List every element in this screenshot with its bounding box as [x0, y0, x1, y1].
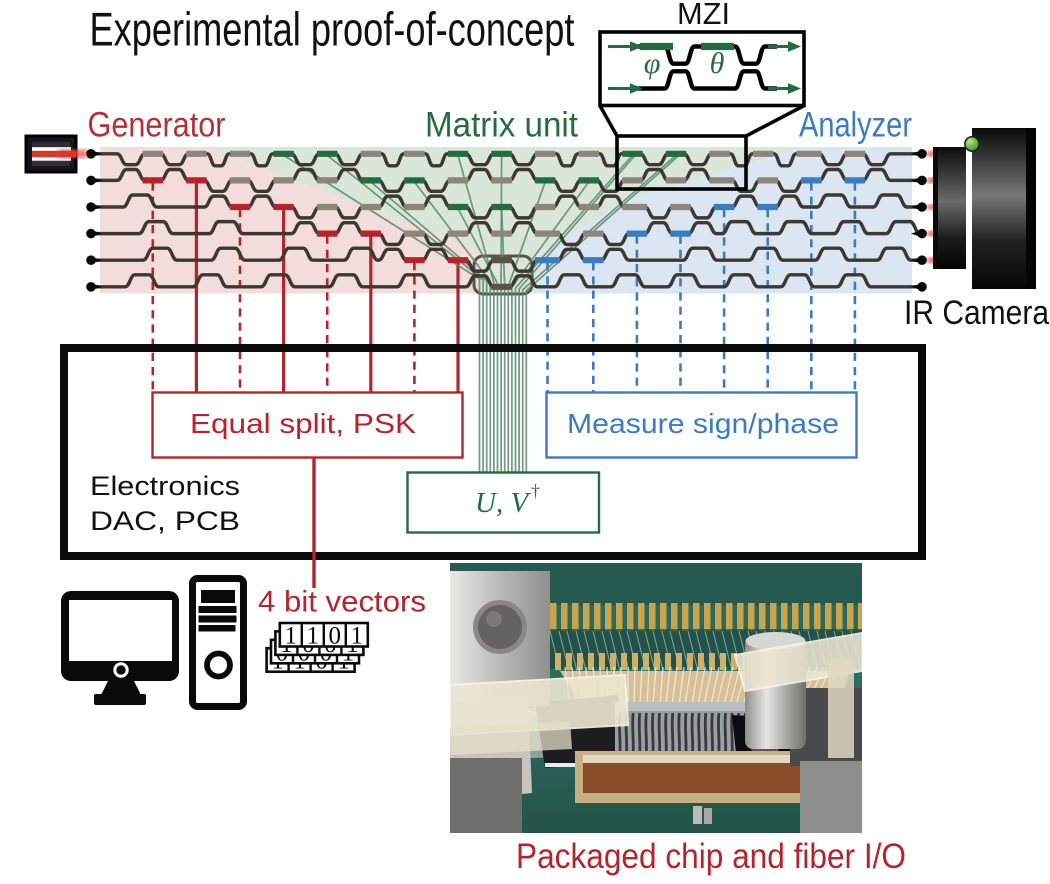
svg-text:Equal split, PSK: Equal split, PSK	[190, 408, 416, 439]
svg-text:IR Camera: IR Camera	[904, 294, 1049, 332]
svg-text:θ: θ	[710, 47, 725, 80]
svg-text:φ: φ	[644, 47, 661, 80]
svg-text:†: †	[531, 481, 540, 501]
svg-text:MZI: MZI	[677, 0, 730, 31]
svg-text:1: 1	[351, 623, 364, 650]
svg-text:Matrix unit: Matrix unit	[425, 106, 578, 145]
svg-text:Generator: Generator	[88, 106, 226, 145]
svg-text:4 bit vectors: 4 bit vectors	[258, 586, 426, 619]
svg-text:Packaged chip and fiber I/O: Packaged chip and fiber I/O	[516, 837, 906, 876]
svg-text:DAC, PCB: DAC, PCB	[90, 506, 240, 536]
svg-text:1: 1	[307, 623, 320, 650]
svg-text:Measure sign/phase: Measure sign/phase	[567, 408, 839, 439]
svg-text:0: 0	[329, 623, 342, 650]
svg-text:Experimental proof-of-concept: Experimental proof-of-concept	[90, 3, 575, 56]
svg-text:1: 1	[285, 623, 298, 650]
svg-text:Analyzer: Analyzer	[799, 106, 912, 145]
svg-text:Electronics: Electronics	[90, 471, 240, 501]
svg-text:U, V: U, V	[475, 487, 531, 519]
